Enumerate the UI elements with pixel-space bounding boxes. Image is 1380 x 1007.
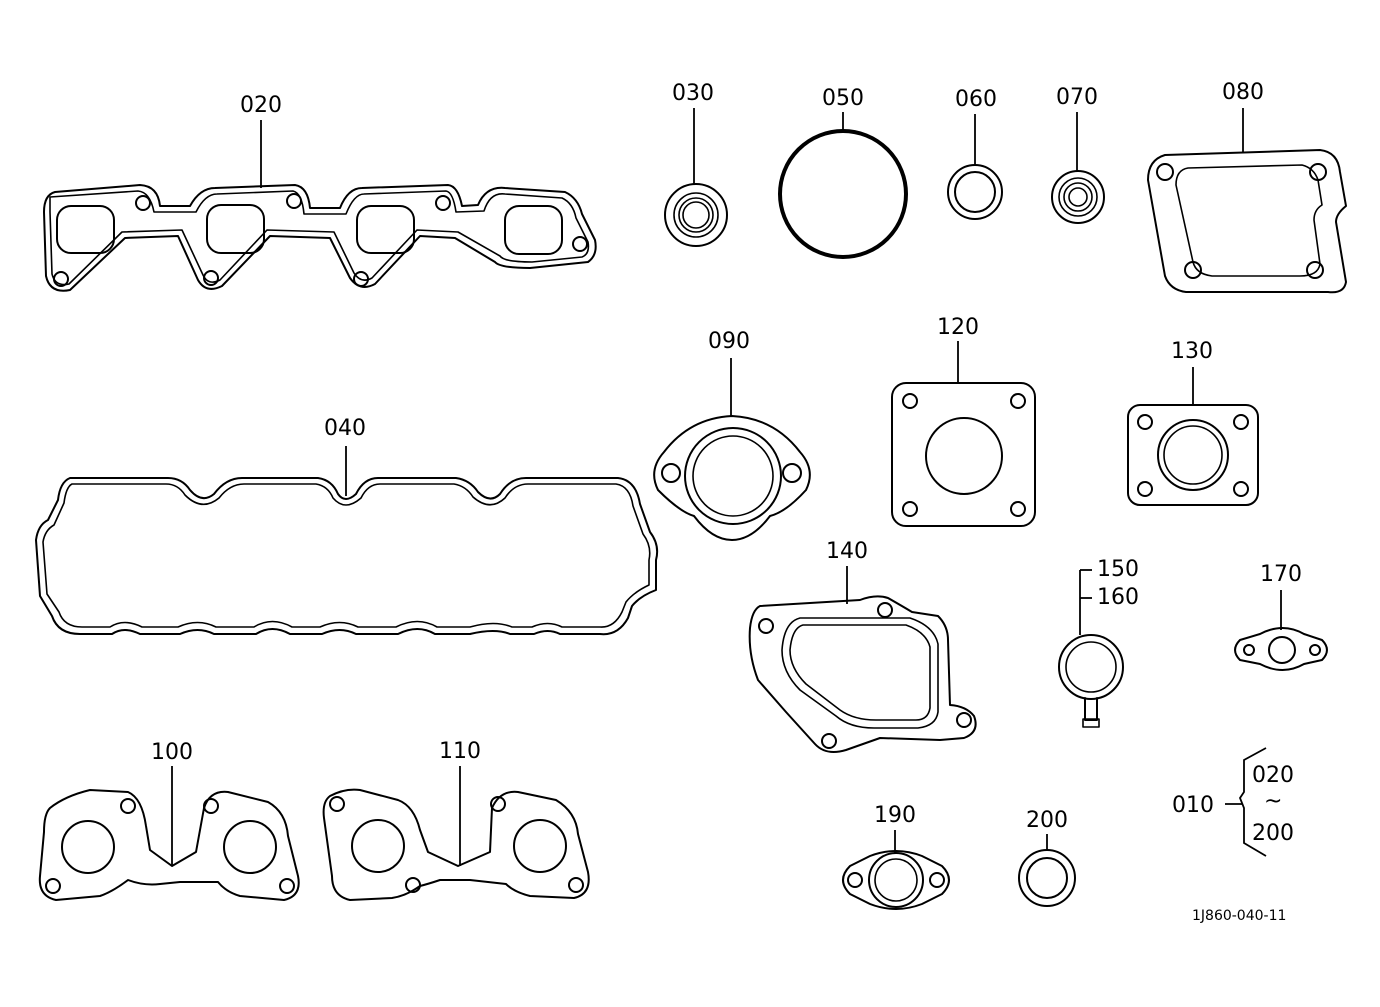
part-170-gasket [1234, 590, 1328, 671]
label-090: 090 [708, 329, 750, 354]
label-140: 140 [826, 539, 868, 564]
part-110-manifold-gasket [322, 766, 590, 901]
label-070: 070 [1056, 85, 1098, 110]
kit-range-start: 020 [1252, 763, 1294, 788]
part-140-gasket [748, 566, 977, 753]
label-190: 190 [874, 803, 916, 828]
label-030: 030 [672, 81, 714, 106]
part-030-oil-seal [664, 108, 728, 247]
part-120-gasket [891, 341, 1036, 527]
label-020: 020 [240, 93, 282, 118]
label-200: 200 [1026, 808, 1068, 833]
part-070-seal [1051, 112, 1105, 224]
drawing-reference: 1J860-040-11 [1192, 908, 1286, 924]
part-080-gasket [1147, 108, 1347, 294]
kit-bracket [1225, 747, 1267, 857]
label-110: 110 [439, 739, 481, 764]
label-130: 130 [1171, 339, 1213, 364]
kit-range-end: 200 [1252, 821, 1294, 846]
label-050: 050 [822, 86, 864, 111]
part-090-gasket [653, 358, 811, 541]
part-100-manifold-gasket [38, 766, 300, 901]
part-060-washer [947, 114, 1003, 220]
part-130-gasket [1127, 367, 1259, 506]
label-010: 010 [1172, 793, 1214, 818]
part-190-gasket [842, 830, 950, 910]
label-040: 040 [324, 416, 366, 441]
label-170: 170 [1260, 562, 1302, 587]
kit-range-separator: ~ [1264, 789, 1282, 814]
part-050-o-ring [778, 112, 908, 259]
label-150: 150 [1097, 557, 1139, 582]
part-200-washer [1018, 834, 1076, 907]
label-100: 100 [151, 740, 193, 765]
part-150-160-ring-gasket [1058, 569, 1124, 728]
label-060: 060 [955, 87, 997, 112]
part-020-manifold-gasket [43, 120, 597, 292]
part-040-head-cover-gasket [35, 446, 659, 636]
label-080: 080 [1222, 80, 1264, 105]
label-120: 120 [937, 315, 979, 340]
label-160: 160 [1097, 585, 1139, 610]
